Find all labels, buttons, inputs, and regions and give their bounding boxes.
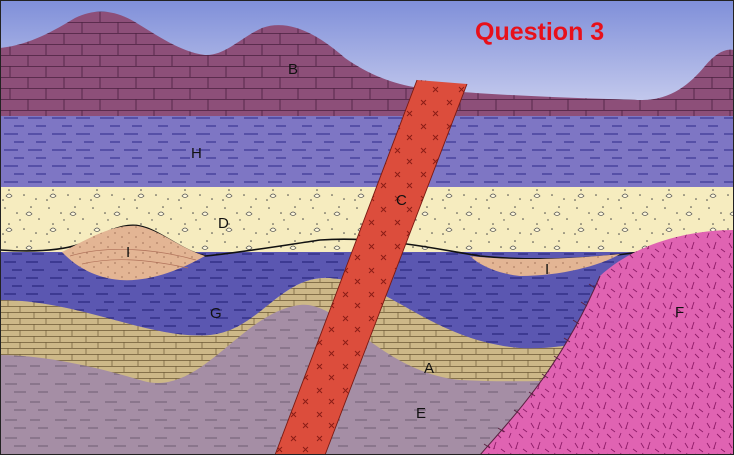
layer-H: [0, 115, 734, 187]
layer-C: [274, 79, 468, 455]
label-C: C: [396, 192, 407, 209]
layer-B: [0, 11, 734, 116]
layer-F: [479, 230, 734, 455]
question-title: Question 3: [475, 18, 604, 46]
label-I-left: I: [126, 244, 130, 261]
label-H: H: [191, 145, 202, 162]
label-D: D: [218, 215, 229, 232]
label-I-right: I: [545, 261, 549, 278]
layer-I-right: [470, 254, 620, 276]
contact-metamorphism-ticks: [483, 283, 596, 449]
label-B: B: [288, 61, 298, 78]
label-E: E: [416, 405, 426, 422]
label-F: F: [675, 304, 684, 321]
layer-I-left: [62, 225, 205, 281]
label-A: A: [424, 360, 434, 377]
label-G: G: [210, 305, 222, 322]
